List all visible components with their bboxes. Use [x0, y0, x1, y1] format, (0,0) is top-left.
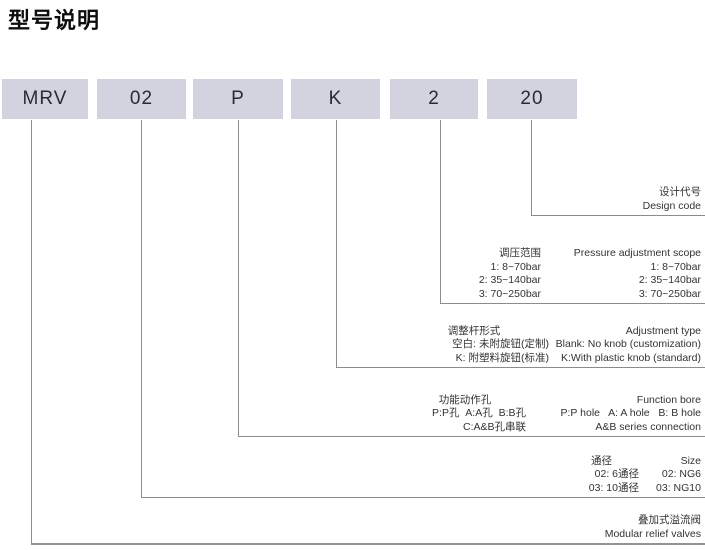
connector-line-series-vertical: [31, 120, 32, 543]
function-row-cn: P:P孔 A:A孔 B:B孔: [432, 407, 526, 419]
size-row-en: 03: NG10: [656, 481, 701, 494]
adjustment-row-cn: K: 附塑料旋钮(标准): [455, 351, 549, 364]
pressure-row-en: 2: 35~140bar: [638, 274, 701, 286]
connector-line-adjustment-horizontal: [336, 367, 705, 368]
connector-line-adjustment-vertical: [336, 120, 337, 367]
pressure-row-cn: 2: 35~140bar: [478, 274, 541, 286]
connector-line-series-horizontal: [31, 543, 705, 545]
function-header-cn: 功能动作孔: [438, 393, 492, 406]
adjustment-header-en: Adjustment type: [625, 324, 701, 337]
pressure-header-cn: 调压范围: [499, 247, 541, 259]
design-code-en: Design code: [642, 199, 701, 212]
adjustment-row-en: Blank: No knob (customization): [555, 338, 701, 350]
adjustment-row-en: K:With plastic knob (standard): [560, 351, 701, 364]
function-row-en: A&B series connection: [595, 420, 701, 433]
function-row-cn: C:A&B孔串联: [462, 420, 526, 433]
label-size: 通径 Size 02: 6通径 02: NG6 03: 10通径 03: NG1…: [564, 455, 701, 496]
size-row-cn: 02: 6通径: [594, 468, 639, 480]
connector-line-design-horizontal: [531, 215, 705, 216]
adjustment-header-cn: 调整杆形式: [447, 324, 501, 337]
pressure-row-cn: 1: 8~70bar: [490, 260, 541, 273]
product-name-en: Modular relief valves: [604, 527, 701, 540]
model-segment-box-bore: P: [193, 79, 283, 119]
label-design-code: 设计代号 Design code: [643, 186, 701, 213]
model-segment-box-design: 20: [487, 79, 577, 119]
label-adjustment-type: 调整杆形式 Adjustment type 空白: 未附旋钮(定制) Blank…: [399, 325, 701, 366]
function-row-en: P:P hole A: A hole B: B hole: [560, 407, 702, 419]
function-header-en: Function bore: [636, 393, 701, 406]
pressure-header-en: Pressure adjustment scope: [573, 247, 701, 259]
model-segment-box-knob: K: [291, 79, 380, 119]
connector-line-function-vertical: [238, 120, 239, 436]
size-header-cn: 通径: [591, 454, 612, 467]
label-function-bore: 功能动作孔 Function bore P:P孔 A:A孔 B:B孔 P:P h…: [404, 394, 701, 435]
pressure-row-cn: 3: 70~250bar: [478, 287, 541, 300]
model-segment-box-series: MRV: [2, 79, 88, 119]
connector-line-function-horizontal: [238, 436, 705, 437]
connector-line-pressure-vertical: [440, 120, 441, 303]
page-title: 型号说明: [8, 8, 101, 33]
pressure-row-en: 1: 8~70bar: [650, 260, 701, 273]
label-product-name: 叠加式溢流阀 Modular relief valves: [605, 514, 701, 541]
size-header-en: Size: [680, 454, 701, 467]
product-name-cn: 叠加式溢流阀: [638, 514, 701, 526]
connector-line-design-vertical: [531, 120, 532, 215]
design-code-cn: 设计代号: [659, 186, 701, 198]
adjustment-row-cn: 空白: 未附旋钮(定制): [452, 338, 549, 350]
pressure-row-en: 3: 70~250bar: [638, 287, 701, 300]
connector-line-pressure-horizontal: [440, 303, 705, 304]
size-row-en: 02: NG6: [661, 468, 701, 480]
label-pressure-scope: 调压范围 Pressure adjustment scope 1: 8~70ba…: [479, 247, 701, 301]
connector-line-size-horizontal: [141, 497, 705, 498]
model-segment-box-size: 02: [97, 79, 186, 119]
size-row-cn: 03: 10通径: [588, 481, 639, 494]
model-segment-box-pressure: 2: [390, 79, 478, 119]
connector-line-size-vertical: [141, 120, 142, 497]
